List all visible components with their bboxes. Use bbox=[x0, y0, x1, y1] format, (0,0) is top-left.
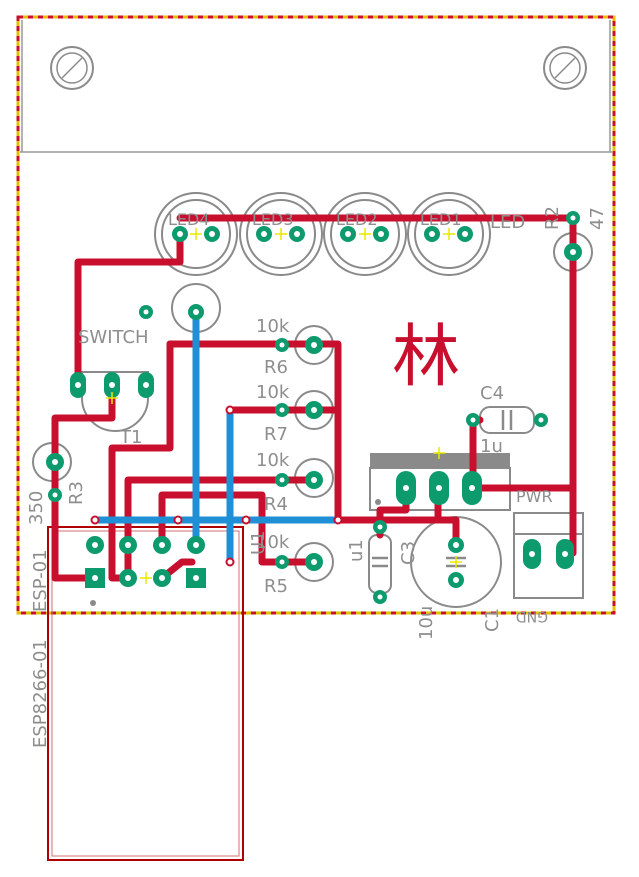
esp-pin1-marker bbox=[90, 600, 96, 606]
label-c1: C1 bbox=[482, 608, 503, 632]
label-r4: R4 bbox=[264, 494, 288, 515]
label-c4: C4 bbox=[480, 383, 504, 404]
led-silkscreen bbox=[154, 192, 491, 276]
label-r3-value: 350 bbox=[26, 491, 47, 525]
label-led2: LED2 bbox=[336, 210, 378, 229]
label-esp-value: ESP8266-01 bbox=[30, 639, 51, 748]
label-c3-value: u1 bbox=[346, 539, 367, 562]
label-esp-name: ESP-01 bbox=[30, 549, 51, 612]
label-r2-value: 47 bbox=[587, 207, 608, 230]
label-switch: SWITCH bbox=[78, 327, 149, 348]
mounting-hole-left bbox=[50, 46, 94, 90]
esp01-module-outline bbox=[47, 526, 244, 861]
label-r6-value: 10k bbox=[256, 316, 290, 337]
board-outline-dash bbox=[16, 15, 616, 615]
label-led4: LED4 bbox=[168, 210, 210, 229]
label-u1: U1 bbox=[248, 530, 269, 555]
logo-glyph: 林 bbox=[392, 318, 460, 397]
origin-marks bbox=[106, 228, 462, 584]
drill-holes bbox=[52, 215, 576, 600]
label-led3: LED3 bbox=[252, 210, 294, 229]
label-r7-value: 10k bbox=[256, 382, 290, 403]
label-pwr: PWR bbox=[516, 487, 553, 506]
regulator-pin1-marker bbox=[375, 499, 381, 505]
board-outline bbox=[16, 15, 616, 615]
label-c3: C3 bbox=[398, 541, 419, 565]
label-t1: T1 bbox=[119, 427, 142, 448]
label-r5-value: 10k bbox=[256, 532, 290, 553]
label-r3: R3 bbox=[66, 481, 87, 505]
label-led1: LED1 bbox=[420, 210, 462, 229]
component-silkscreen bbox=[32, 232, 593, 608]
label-r6: R6 bbox=[264, 357, 288, 378]
label-gnd: GND bbox=[516, 608, 548, 624]
bottom-copper-traces bbox=[91, 308, 342, 566]
label-r2: R2 bbox=[542, 206, 563, 230]
vias bbox=[90, 405, 343, 567]
label-r7: R7 bbox=[264, 424, 288, 445]
label-c4-value: 1u bbox=[480, 436, 503, 457]
label-r5: R5 bbox=[264, 576, 288, 597]
label-c1-value: 10u bbox=[416, 606, 437, 640]
label-r4-value: 10k bbox=[256, 450, 290, 471]
mounting-hole-right bbox=[543, 46, 587, 90]
silkscreen-labels: SWITCH T1 10k R6 10k R7 10k R4 10k R5 LE… bbox=[26, 206, 608, 748]
label-led: LED bbox=[490, 212, 525, 233]
